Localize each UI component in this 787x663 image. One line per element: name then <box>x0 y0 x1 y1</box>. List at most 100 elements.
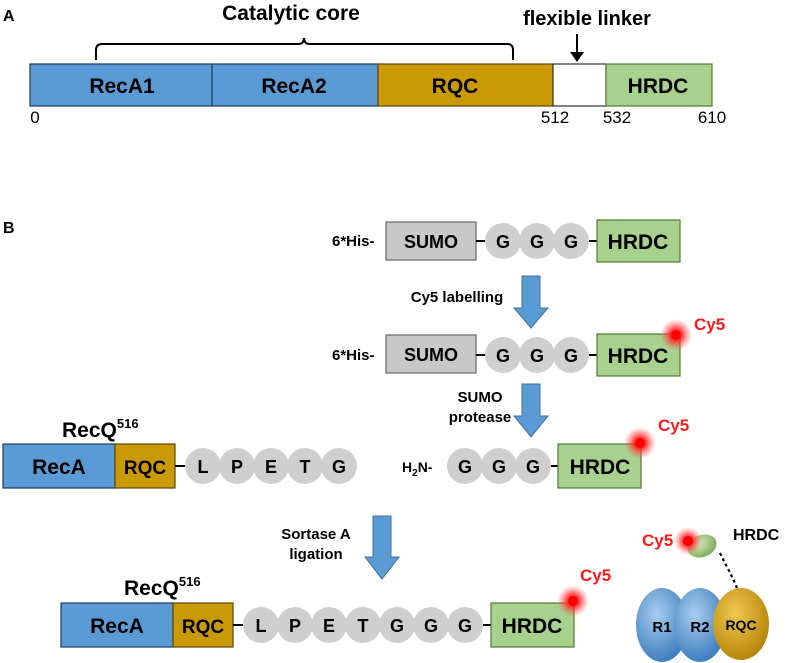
residue-circle-t <box>287 448 323 484</box>
cy5-dye-dot <box>635 438 645 448</box>
catalytic-core-bracket <box>95 37 514 60</box>
residue-label: E <box>265 457 277 477</box>
glycine-label: G <box>564 346 578 366</box>
residue-circle <box>413 607 449 643</box>
glycine-circle <box>481 448 517 484</box>
cy5-dye-dot <box>683 536 693 546</box>
sumo-label: SUMO <box>404 232 458 252</box>
step-sortase-label-line1: Sortase A <box>281 526 351 543</box>
cy5-dye-dot <box>671 330 681 340</box>
residue-label: L <box>256 616 267 636</box>
residue-label: G <box>458 616 472 636</box>
domain-label-hrdc: HRDC <box>628 75 689 98</box>
domain-label-reca2: RecA2 <box>261 75 326 98</box>
residue-circle <box>311 607 347 643</box>
residue-circle-p <box>219 448 255 484</box>
glycine-circle <box>519 337 555 373</box>
glycine-label: G <box>564 232 578 252</box>
rqc-box <box>172 602 234 648</box>
glycine-label: G <box>496 232 510 252</box>
cy5-label: Cy5 <box>694 315 725 334</box>
glycine-label: G <box>530 232 544 252</box>
step-sumo-protease-label-line1: SUMO <box>458 389 503 406</box>
glycine-circle <box>515 448 551 484</box>
linker-arrow-head <box>570 52 584 62</box>
residue-circle <box>243 607 279 643</box>
step-sumo-protease-label-line2: protease <box>449 409 512 426</box>
r1-label: R1 <box>652 619 671 636</box>
catalytic-core-label: Catalytic core <box>222 2 360 25</box>
rqc-box <box>114 443 176 489</box>
glycine-label: G <box>530 346 544 366</box>
glycine-label: G <box>458 457 472 477</box>
arrow-sortase-ligation <box>363 515 401 580</box>
construct-his-sumo-hrdc: 6*His- SUMO G G G HRDC <box>332 219 681 263</box>
construct-his-sumo-hrdc-cy5: 6*His- SUMO G G G HRDC Cy5 <box>332 315 725 377</box>
residue-label: G <box>390 616 404 636</box>
glycine-circle <box>519 223 555 259</box>
position-610: 610 <box>698 108 726 127</box>
panel-b-letter: B <box>3 220 15 237</box>
glycine-label: G <box>526 457 540 477</box>
rqc-domain <box>713 588 769 660</box>
residue-label: T <box>300 457 311 477</box>
cy5-label: Cy5 <box>658 416 689 435</box>
arrow-sumo-protease <box>512 383 550 438</box>
hrdc-model-label: HRDC <box>733 527 780 544</box>
residue-circle-l <box>185 448 221 484</box>
domain-label-rqc: RQC <box>432 75 479 98</box>
rqc-label: RQC <box>124 458 167 479</box>
cy5-dye-dot <box>568 596 578 606</box>
position-512: 512 <box>541 108 569 127</box>
residue-label: G <box>332 457 346 477</box>
position-0: 0 <box>30 108 39 127</box>
r2-domain <box>674 588 726 662</box>
r1-domain <box>636 588 688 662</box>
domain-label-reca1: RecA1 <box>89 75 155 98</box>
panel-a-letter: A <box>3 8 15 25</box>
domain-reca2 <box>211 63 379 107</box>
hrdc-label: HRDC <box>608 345 669 368</box>
recq516-label: RecQ516 <box>124 574 201 600</box>
glycine-circle <box>553 337 589 373</box>
recq516-label: RecQ516 <box>62 416 139 442</box>
his-tag-label: 6*His- <box>332 347 375 364</box>
glycine-circle <box>553 223 589 259</box>
glycine-label: G <box>492 457 506 477</box>
amine-label: H2N- <box>402 459 433 479</box>
residue-label: E <box>323 616 335 636</box>
cy5-label: Cy5 <box>642 531 673 550</box>
flexible-linker-label: flexible linker <box>523 8 651 30</box>
construct-recq516-lpetg: RecQ516 RecA RQC L P E T G <box>2 416 357 489</box>
step-sortase-label-line2: ligation <box>289 546 342 563</box>
residue-circle <box>277 607 313 643</box>
residue-circle <box>345 607 381 643</box>
sumo-box <box>385 334 477 374</box>
residue-label: T <box>358 616 369 636</box>
residue-label: P <box>289 616 301 636</box>
structure-model: R1 R2 RQC Cy5 HRDC <box>636 527 780 662</box>
hrdc-label: HRDC <box>608 231 669 254</box>
residue-circle <box>447 607 483 643</box>
his-tag-label: 6*His- <box>332 233 375 250</box>
arrow-cy5-labelling <box>512 275 550 329</box>
glycine-circle <box>485 337 521 373</box>
rqc-label: RQC <box>182 617 225 638</box>
construct-ggg-hrdc-cy5: H2N- G G G HRDC Cy5 <box>402 416 689 489</box>
reca-label: RecA <box>90 615 144 638</box>
position-532: 532 <box>603 108 631 127</box>
domain-rqc <box>377 63 554 107</box>
sumo-label: SUMO <box>404 345 458 365</box>
residue-circle-e <box>253 448 289 484</box>
reca-box <box>2 443 116 489</box>
residue-circle-g <box>321 448 357 484</box>
reca-label: RecA <box>32 456 86 479</box>
domain-bar: RecA1 RecA2 RQC HRDC <box>29 63 713 107</box>
hrdc-box <box>596 219 681 263</box>
glycine-label: G <box>496 346 510 366</box>
rqc-label: RQC <box>725 617 756 633</box>
step-cy5-labelling-label: Cy5 labelling <box>411 289 504 306</box>
r2-label: R2 <box>690 619 709 636</box>
domain-hrdc <box>605 63 713 107</box>
